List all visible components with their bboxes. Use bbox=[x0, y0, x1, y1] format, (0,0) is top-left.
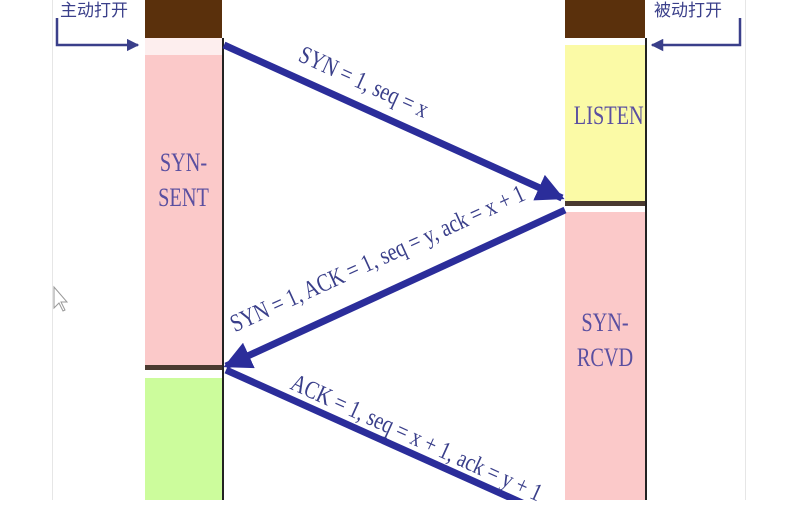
client-divider bbox=[145, 365, 222, 370]
client-state-syn-sent: SYN- SENT bbox=[158, 148, 209, 213]
cursor-icon bbox=[53, 285, 69, 312]
server-syn-rcvd-block bbox=[565, 212, 645, 500]
syn-ack-arrow bbox=[223, 206, 567, 370]
client-top-bar bbox=[145, 0, 222, 38]
server-top-bar bbox=[565, 0, 645, 38]
right-frame-border bbox=[745, 0, 746, 500]
server-state-syn-rcvd: SYN- RCVD bbox=[576, 308, 634, 373]
client-established-block bbox=[145, 378, 222, 500]
server-timeline bbox=[645, 38, 647, 500]
ack-arrow bbox=[224, 366, 525, 500]
server-listen-block bbox=[565, 45, 645, 202]
server-divider bbox=[565, 201, 645, 206]
client-timeline bbox=[222, 38, 224, 500]
client-syn-sent-block bbox=[145, 55, 222, 365]
client-gap bbox=[145, 38, 222, 55]
active-open-arrow bbox=[55, 18, 140, 52]
active-open-label: 主动打开 bbox=[60, 1, 128, 21]
syn-arrow bbox=[222, 41, 565, 202]
passive-open-arrow bbox=[650, 18, 742, 52]
left-frame-border bbox=[52, 0, 53, 500]
passive-open-label: 被动打开 bbox=[654, 1, 722, 21]
server-state-listen: LISTEN bbox=[573, 101, 644, 130]
